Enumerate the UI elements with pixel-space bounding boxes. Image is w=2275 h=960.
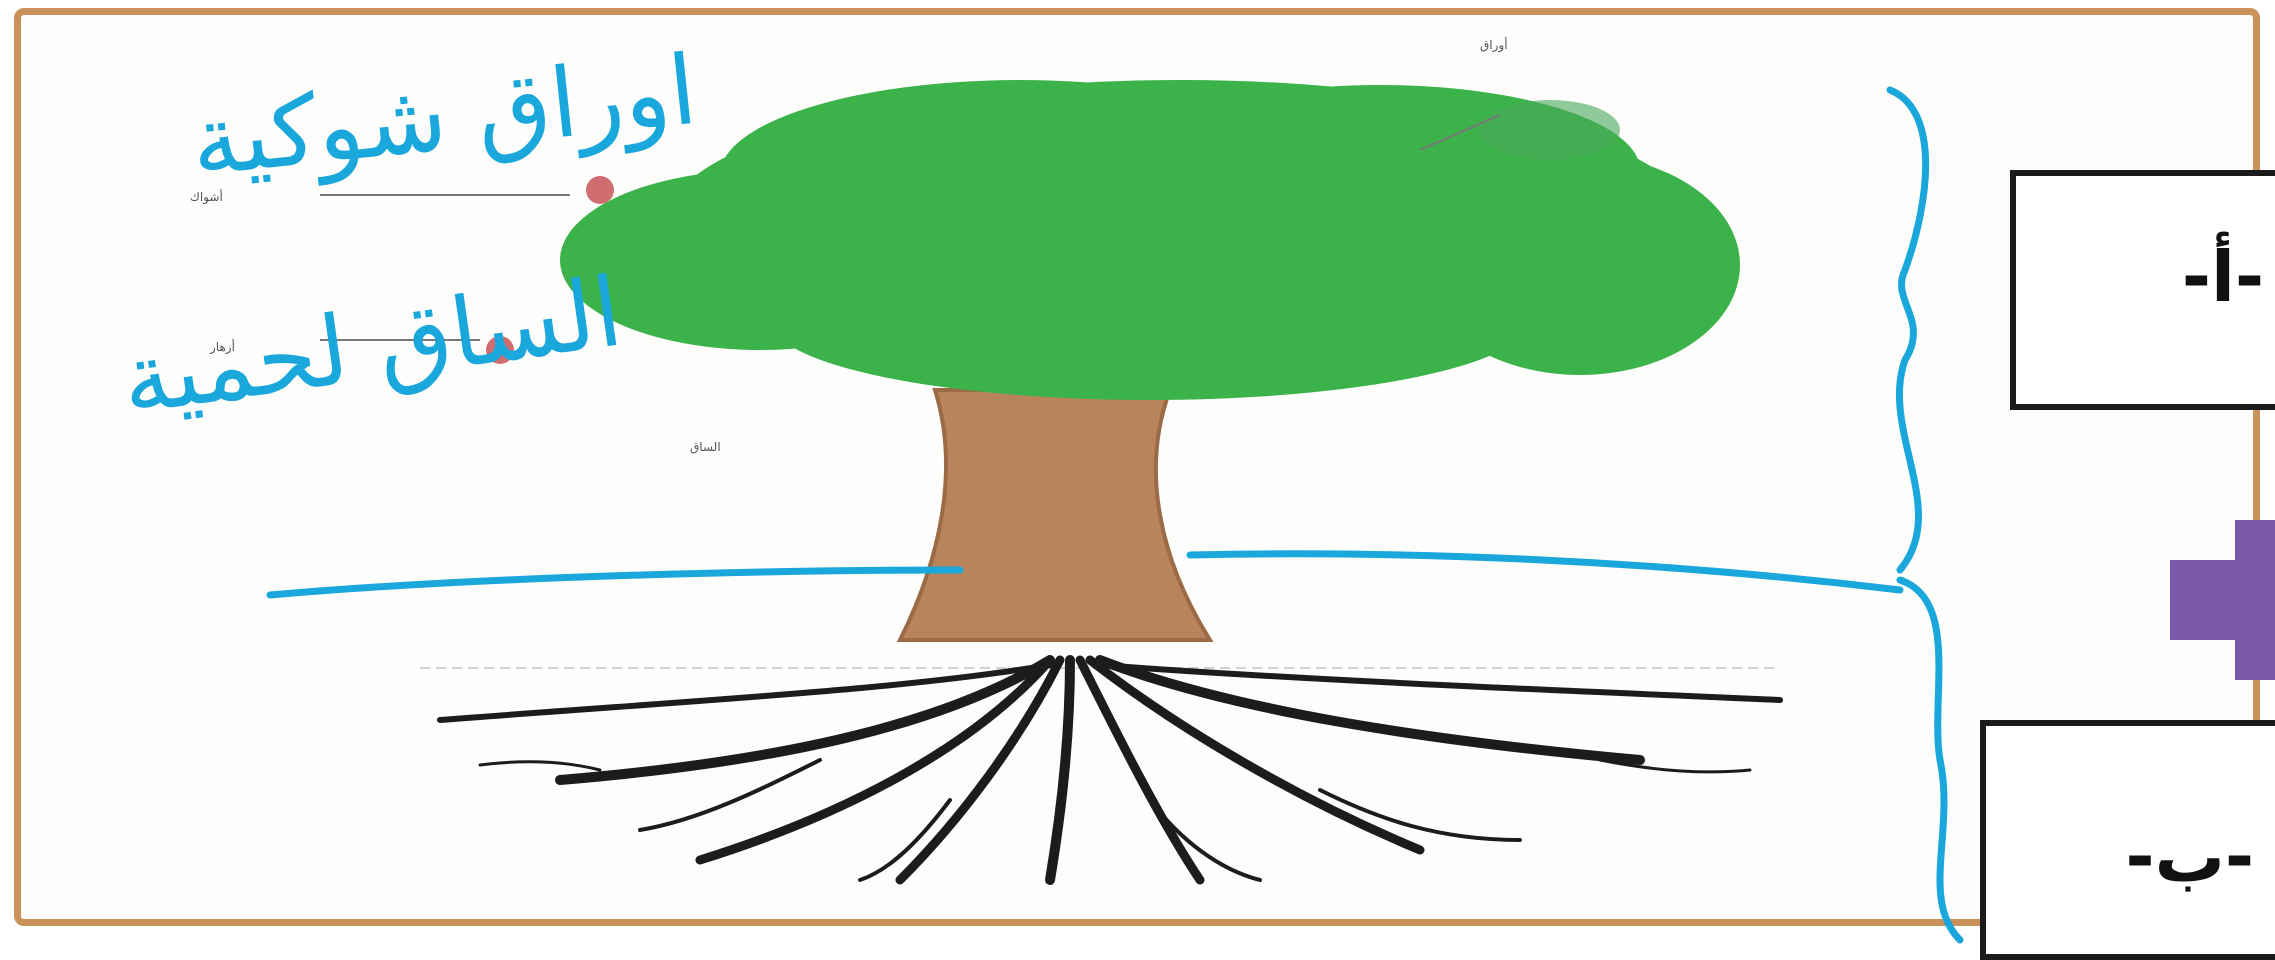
label-b-text: -ب- bbox=[2126, 816, 2254, 898]
label-box-a: -أ- bbox=[2010, 170, 2275, 410]
small-label-left1: أشواك bbox=[190, 190, 223, 204]
label-a-text: -أ- bbox=[2182, 236, 2264, 318]
label-box-b: -ب- bbox=[1980, 720, 2275, 960]
small-label-top: أوراق bbox=[1480, 38, 1508, 52]
tree-trunk bbox=[900, 390, 1210, 640]
tree-foliage bbox=[560, 80, 1740, 400]
small-label-left3: الساق bbox=[690, 440, 721, 454]
arrow-icon bbox=[2170, 520, 2275, 680]
small-label-left2: أزهار bbox=[210, 340, 235, 354]
tree-roots bbox=[440, 660, 1780, 880]
